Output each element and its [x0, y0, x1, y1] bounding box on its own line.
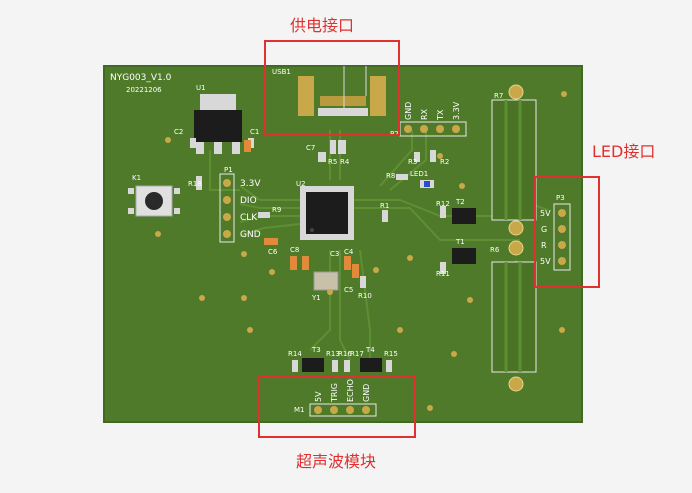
c3-label: C3 [330, 250, 339, 258]
r3-label: R3 [408, 158, 417, 166]
c1-label: C1 [250, 128, 259, 136]
p3-header [553, 203, 571, 271]
mount-hole [508, 240, 524, 256]
p2-pin-label: RX [420, 108, 429, 120]
y1-label: Y1 [311, 294, 321, 302]
led-interface-label: LED接口 [592, 142, 656, 161]
t4-transistor [360, 358, 382, 372]
t2-label: T2 [455, 198, 465, 206]
p3-pin-label: 5V [540, 209, 551, 218]
y1-crystal [313, 271, 339, 291]
r6-label: R6 [490, 246, 500, 254]
mount-hole [508, 220, 524, 236]
t1-transistor [452, 248, 476, 264]
r17-label: R17 [350, 350, 364, 358]
k1-label: K1 [132, 174, 141, 182]
p1-pin-label: 3.3V [240, 179, 261, 189]
r16-label: R16 [338, 350, 352, 358]
c5-label: C5 [344, 286, 353, 294]
u1-regulator [194, 94, 242, 154]
p3-pin-label: G [541, 225, 547, 234]
p1-pin-label: CLK [240, 213, 258, 223]
led1-label: LED1 [410, 170, 428, 178]
m1-pin-label: ECHO [346, 379, 355, 402]
u1-label: U1 [196, 84, 206, 92]
t1-label: T1 [455, 238, 465, 246]
r1-label: R1 [380, 202, 389, 210]
c2-label: C2 [174, 128, 183, 136]
p2-pin-label: GND [404, 102, 413, 120]
p1-pin-label: DIO [240, 196, 257, 206]
mount-hole [508, 84, 524, 100]
usb1-label: USB1 [272, 68, 291, 76]
c7-label: C7 [306, 144, 315, 152]
vias [155, 91, 567, 411]
r12-label: R12 [436, 200, 450, 208]
r11-label: R11 [436, 270, 450, 278]
k1-button [128, 185, 180, 217]
r10-label: R10 [358, 292, 372, 300]
u2-label: U2 [296, 180, 306, 188]
p2-header [399, 121, 467, 137]
c6-label: C6 [268, 248, 278, 256]
r4-label: R4 [340, 158, 350, 166]
p1-label: P1 [224, 166, 233, 174]
r5-label: R5 [328, 158, 337, 166]
p1-pin-label: GND [240, 230, 261, 240]
m1-pin-label: TRIG [330, 383, 339, 403]
power-interface-label: 供电接口 [290, 16, 355, 35]
r7-resistor-pad [491, 99, 537, 221]
m1-label: M1 [294, 406, 305, 414]
r8-label: R8 [386, 172, 395, 180]
p2-pin-label: 3.3V [452, 101, 461, 120]
r15-label: R15 [384, 350, 398, 358]
ultrasonic-module-label: 超声波模块 [296, 452, 377, 471]
r9-label: R9 [272, 206, 281, 214]
p3-label: P3 [556, 194, 565, 202]
p2-pin-label: TX [436, 109, 445, 121]
c4-label: C4 [344, 248, 354, 256]
m1-pin-label: GND [362, 384, 371, 402]
u2-mcu [300, 186, 354, 240]
r7-label: R7 [494, 92, 503, 100]
capacitors [244, 140, 359, 278]
ultrasonic-module-box [258, 376, 416, 438]
mount-hole [508, 376, 524, 392]
r14-label: R14 [288, 350, 302, 358]
m1-header [309, 403, 377, 417]
p1-header [219, 173, 235, 243]
r2-label: R2 [440, 158, 449, 166]
r13-label: R13 [326, 350, 340, 358]
r18-label: R18 [188, 180, 202, 188]
led-interface-box [534, 176, 600, 288]
r6-resistor-pad [491, 261, 537, 373]
p3-pin-label: R [541, 241, 547, 250]
p3-pin-label: 5V [540, 257, 551, 266]
c8-label: C8 [290, 246, 299, 254]
t3-transistor [302, 358, 324, 372]
m1-pin-label: 5V [314, 391, 323, 402]
t4-label: T4 [365, 346, 375, 354]
board-name: NYG003_V1.0 [110, 73, 172, 83]
t3-label: T3 [311, 346, 321, 354]
usb1-connector [298, 66, 386, 116]
board-date: 20221206 [126, 86, 162, 94]
t2-transistor [452, 208, 476, 224]
power-interface-box [264, 40, 400, 136]
